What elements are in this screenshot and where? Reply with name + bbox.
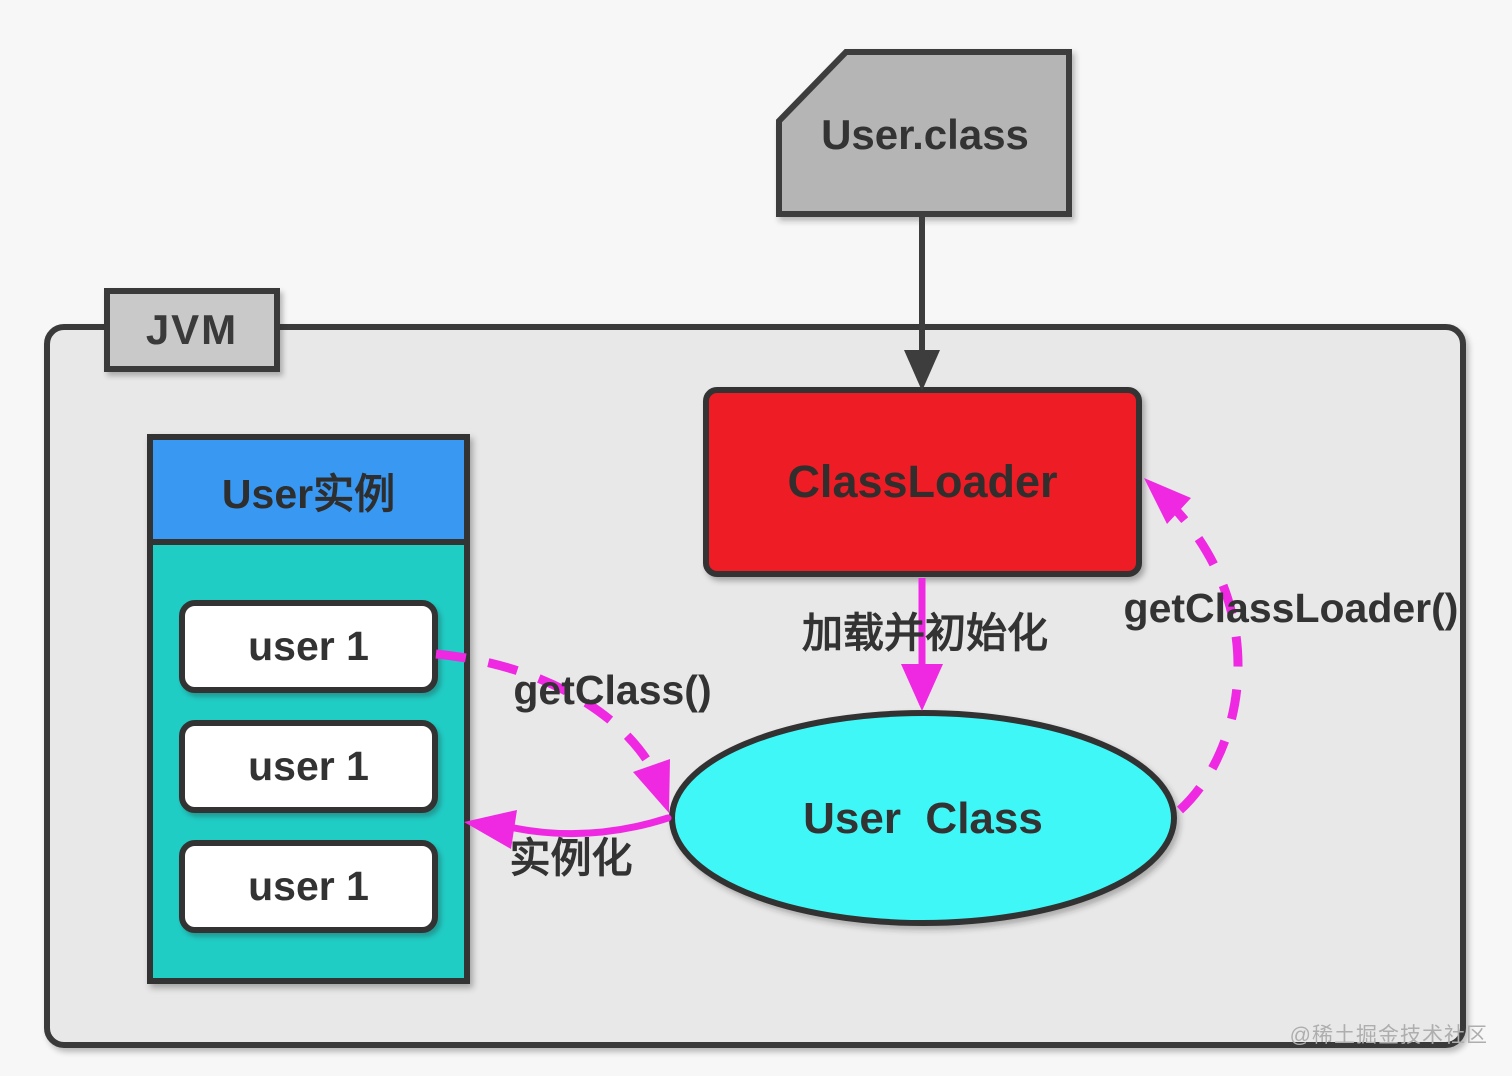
instance-item: user 1 (179, 600, 438, 693)
instance-item-label: user 1 (248, 743, 369, 789)
user-instances-title: User实例 (221, 470, 396, 517)
instance-item: user 1 (179, 840, 438, 933)
user-class-file-label: User.class (821, 111, 1029, 158)
instance-item: user 1 (179, 720, 438, 813)
classloader-node: ClassLoader (703, 387, 1142, 577)
jvm-label-text: JVM (145, 306, 239, 353)
instance-item-label: user 1 (248, 623, 369, 669)
jvm-label-box: JVM (104, 288, 280, 372)
user-class-node-label: User Class (803, 794, 1043, 843)
edge-label-instantiate: 实例化 (509, 835, 633, 881)
user-instances-header: User实例 (153, 440, 464, 545)
user-instances-body: user 1 user 1 user 1 (153, 545, 464, 933)
user-instances-panel: User实例 user 1 user 1 user 1 (147, 434, 470, 984)
classloader-label: ClassLoader (787, 456, 1058, 507)
edge-label-load-and-init: 加载并初始化 (802, 610, 1048, 656)
edge-label-get-class: getClass() (513, 667, 712, 713)
edge-label-get-classloader: getClassLoader() (1123, 585, 1459, 631)
instance-item-label: user 1 (248, 863, 369, 909)
watermark-text: @稀土掘金技术社区 (1289, 1024, 1488, 1047)
